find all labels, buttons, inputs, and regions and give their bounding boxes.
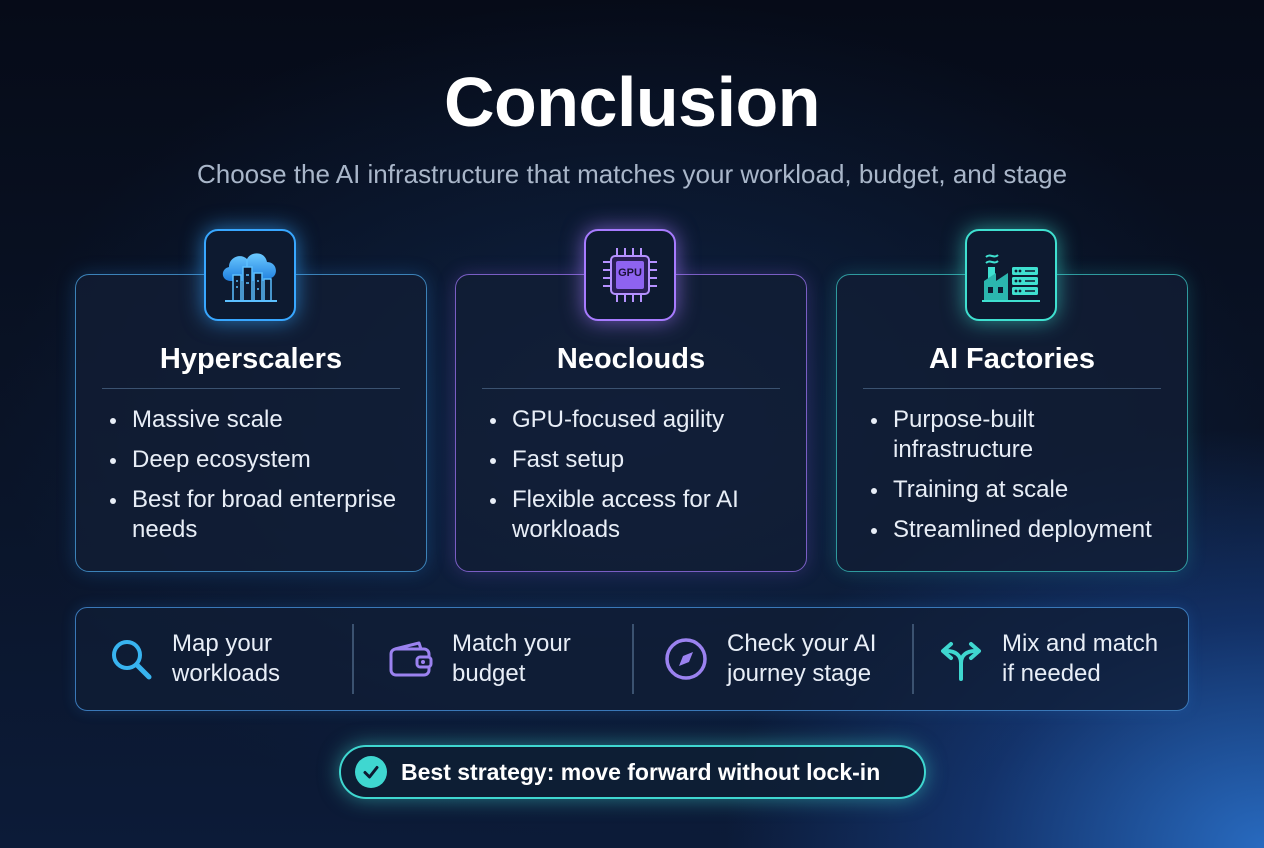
card-title: AI Factories: [929, 343, 1095, 375]
step-journey-stage: Check your AI journey stage: [661, 608, 876, 710]
wallet-icon: [386, 634, 436, 684]
step-label: Mix and match: [1002, 630, 1159, 657]
ai-factories-card: AI Factories Purpose-built infrastructur…: [836, 229, 1188, 572]
search-icon: [106, 634, 156, 684]
page-title: Conclusion: [443, 63, 821, 141]
hyperscalers-card: Hyperscalers Massive scale Deep ecosyste…: [75, 229, 427, 572]
card-title: Neoclouds: [556, 343, 706, 375]
step-map-workloads: Map your workloads: [106, 608, 280, 710]
factory-server-icon: [965, 229, 1057, 321]
gpu-chip-icon: GPU: [584, 229, 676, 321]
list-item: Training at scale: [871, 475, 1169, 505]
list-item: GPU-focused agility: [490, 405, 788, 435]
neoclouds-card: GPU Neoclouds GPU-focused agility Fast s…: [455, 229, 807, 572]
check-circle-icon: [355, 756, 387, 788]
split-arrows-icon: [936, 634, 986, 684]
step-label: Check your AI: [727, 630, 877, 657]
compass-icon: [661, 634, 711, 684]
divider: [912, 624, 914, 694]
step-mix-and-match: Mix and match if needed: [936, 608, 1158, 710]
list-item: Flexible access for AI workloads: [490, 485, 788, 545]
strategy-badge: Best strategy: move forward without lock…: [339, 745, 926, 799]
divider: [352, 624, 354, 694]
card-divider: [482, 388, 780, 389]
list-item: Streamlined deployment: [871, 515, 1169, 545]
list-item: Deep ecosystem: [110, 445, 408, 475]
step-label: journey stage: [727, 660, 872, 687]
card-title: Hyperscalers: [159, 343, 343, 375]
steps-bar: Map your workloads Match your budget: [75, 607, 1189, 711]
card-divider: [102, 388, 400, 389]
card-feature-list: Massive scale Deep ecosystem Best for br…: [110, 405, 408, 555]
list-item: Best for broad enterprise needs: [110, 485, 408, 545]
step-match-budget: Match your budget: [386, 608, 571, 710]
card-divider: [863, 388, 1161, 389]
cloud-city-icon: [204, 229, 296, 321]
step-label: workloads: [172, 660, 281, 687]
card-feature-list: Purpose-built infrastructure Training at…: [871, 405, 1169, 555]
list-item: Purpose-built infrastructure: [871, 405, 1169, 465]
step-label: if needed: [1002, 660, 1101, 687]
page-subtitle: Choose the AI infrastructure that matche…: [196, 159, 1068, 189]
step-label: budget: [452, 660, 526, 687]
card-feature-list: GPU-focused agility Fast setup Flexible …: [490, 405, 788, 555]
strategy-text: Best strategy: move forward without lock…: [401, 758, 881, 785]
list-item: Fast setup: [490, 445, 788, 475]
step-label: Map your: [172, 630, 273, 657]
step-label: Match your: [452, 630, 571, 657]
list-item: Massive scale: [110, 405, 408, 435]
divider: [632, 624, 634, 694]
gpu-chip-label: GPU: [618, 267, 642, 279]
